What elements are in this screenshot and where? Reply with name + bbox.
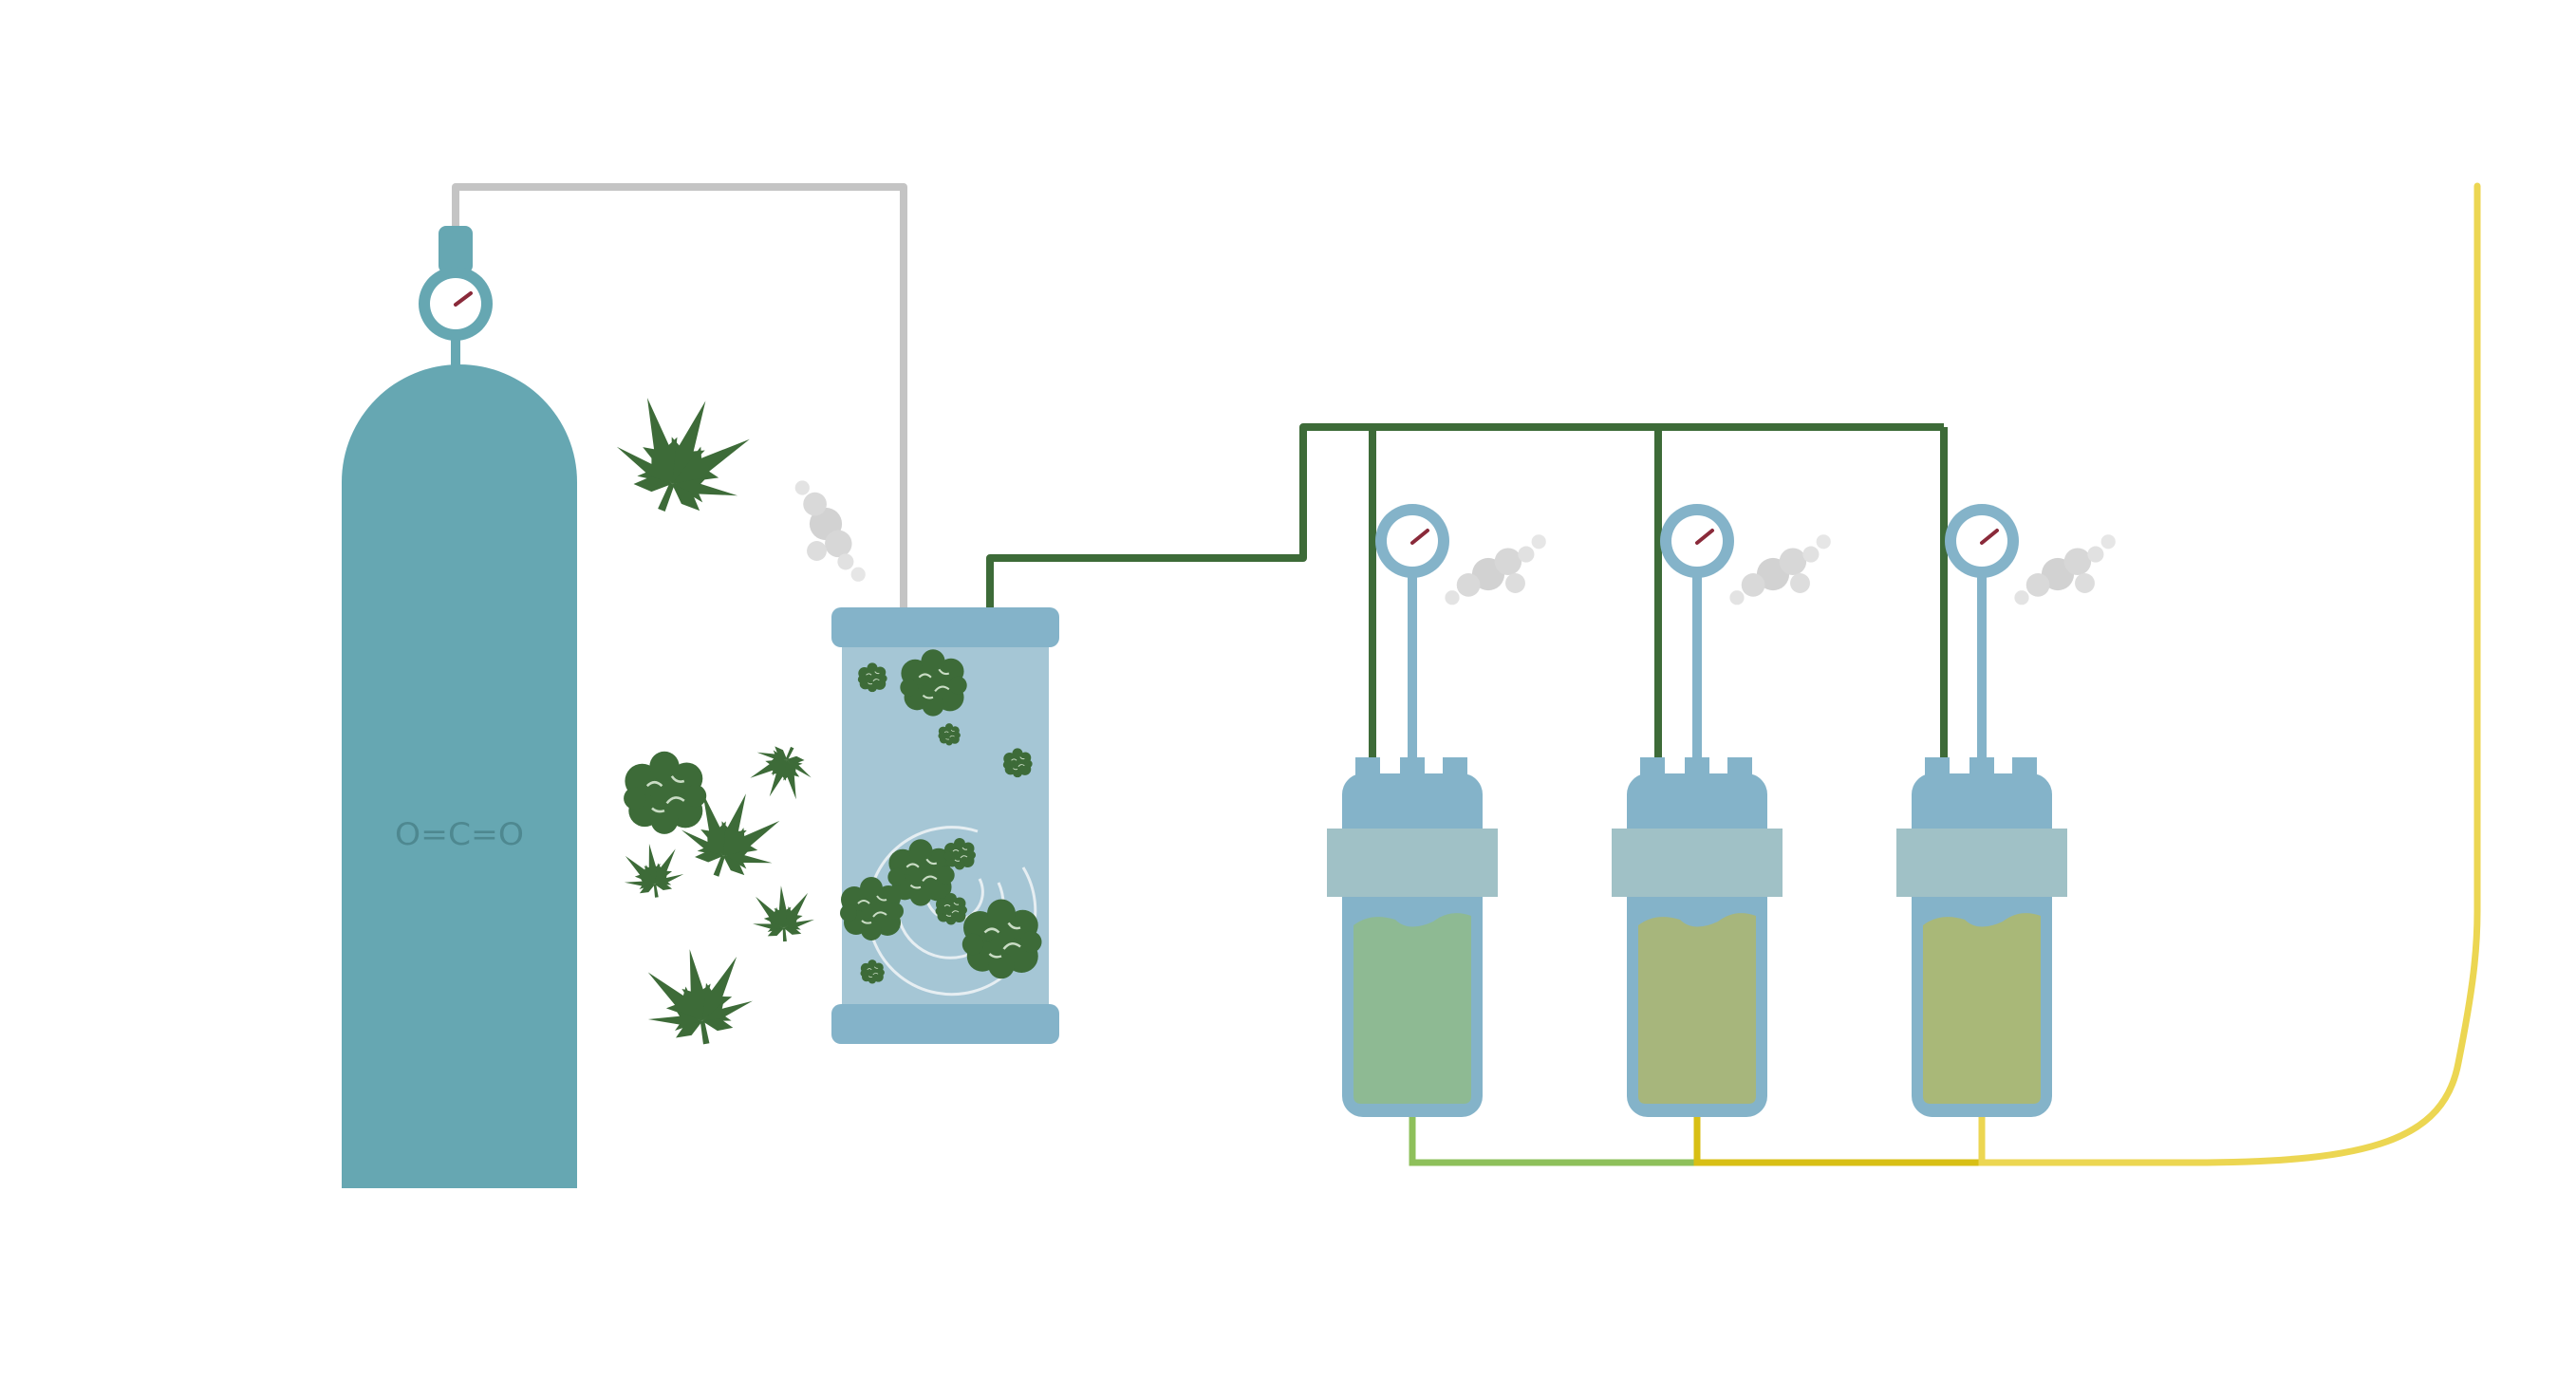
vapor-cloud-icon [1729, 534, 1831, 605]
inlet-port [1400, 757, 1425, 778]
inlet-port [1443, 757, 1467, 778]
separator-1-drain-line [1409, 1112, 1697, 1166]
inlet-port [1969, 757, 1994, 778]
gauge-stem [1692, 568, 1702, 769]
extraction-vessel [831, 607, 1059, 1044]
pressure-gauge-icon [1375, 504, 1449, 578]
inlet-port [1640, 757, 1665, 778]
vessel-bottom-cap [831, 1004, 1059, 1044]
inlet-port [1685, 757, 1709, 778]
vapor-cloud-icon [2014, 534, 2116, 605]
tank-valve [439, 226, 473, 368]
extract-fluid [1353, 913, 1471, 1104]
cannabis-bud-icon [622, 750, 708, 836]
pressure-gauge-icon [419, 267, 493, 341]
pressure-gauge-icon [1945, 504, 2019, 578]
co2-tank: O=C=O [342, 364, 577, 1188]
separator-1 [1327, 504, 1546, 1117]
separator-2-drain-line [1693, 1112, 1982, 1166]
cannabis-leaf-icon [633, 939, 762, 1054]
vapor-cloud-icon [794, 480, 866, 582]
extract-fluid [1638, 913, 1756, 1104]
separators [1327, 504, 2116, 1117]
co2-formula-label: O=C=O [395, 816, 524, 852]
extract-fluid [1923, 913, 2041, 1104]
pressure-gauge-icon [1660, 504, 1734, 578]
separator-collar [1612, 829, 1783, 897]
separator-collar [1327, 829, 1498, 897]
cannabis-leaf-icon [617, 839, 689, 903]
co2-supply-pipe [452, 183, 907, 612]
cannabis-leaf-icon [597, 375, 771, 536]
inlet-port [1355, 757, 1380, 778]
gauge-stem [1408, 568, 1417, 769]
separator-collar [1896, 829, 2067, 897]
separator-3-drain-line [1978, 182, 2481, 1166]
vapor-cloud-icon [1445, 534, 1546, 605]
inlet-port [1727, 757, 1752, 778]
vessel-top-cap [831, 607, 1059, 647]
cannabis-leaf-icon [740, 734, 822, 810]
cannabis-leaf-icon [748, 883, 818, 944]
separator-3 [1896, 504, 2116, 1117]
separator-2 [1612, 504, 1831, 1117]
gauge-stem [1977, 568, 1987, 769]
inlet-port [1925, 757, 1950, 778]
extract-transfer-pipe [986, 423, 1944, 609]
inlet-port [2012, 757, 2037, 778]
